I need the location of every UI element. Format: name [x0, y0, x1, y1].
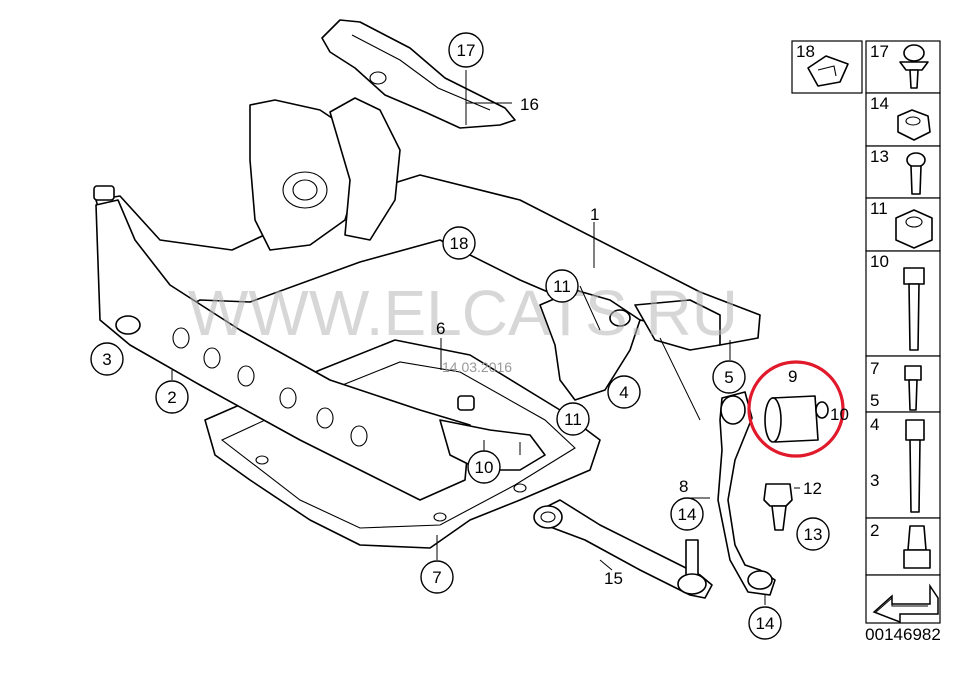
diagram-id: 00146982 — [865, 625, 941, 644]
callout-2: 2 — [155, 380, 189, 414]
callout-5: 5 — [712, 360, 746, 394]
callout-17: 17 — [448, 32, 484, 68]
legend-label-5: 5 — [870, 391, 879, 410]
legend-label-7: 7 — [870, 359, 879, 378]
svg-text:13: 13 — [804, 525, 823, 544]
callout-9: 9 — [788, 367, 797, 386]
legend-label-11: 11 — [870, 199, 888, 218]
callout-11-lower: 11 — [556, 402, 590, 436]
bolt-4-3-icon — [905, 419, 925, 513]
navigation-arrow-icon — [872, 583, 939, 624]
legend-label-10: 10 — [870, 252, 889, 271]
screw-17-icon — [899, 44, 929, 89]
callout-4: 4 — [607, 375, 641, 409]
legend-label-14: 14 — [870, 94, 889, 113]
svg-text:7: 7 — [432, 568, 441, 587]
callout-6: 6 — [436, 319, 445, 338]
clip-nut-icon — [807, 55, 849, 87]
nut-2-icon — [903, 525, 931, 569]
leader-lines — [171, 70, 800, 605]
svg-text:14: 14 — [756, 614, 775, 633]
callout-12: 12 — [803, 479, 822, 498]
callout-18: 18 — [442, 226, 476, 260]
callout-15: 15 — [604, 569, 623, 588]
callout-16: 16 — [520, 95, 539, 114]
callout-10-right: 10 — [830, 405, 849, 424]
front-axle-carrier-drawing — [93, 19, 829, 599]
circled-callouts: 17 18 11 3 2 4 5 11 — [90, 32, 830, 640]
callout-14-left: 14 — [670, 497, 704, 531]
plain-callouts: 16 1 6 9 10 8 12 15 — [436, 95, 849, 588]
svg-text:10: 10 — [475, 458, 494, 477]
callout-13: 13 — [796, 517, 830, 551]
bolt-10-icon — [903, 267, 925, 351]
callout-8: 8 — [679, 477, 688, 496]
hardware-legend: 18 17 14 13 11 10 — [791, 40, 941, 644]
callout-1: 1 — [590, 205, 599, 224]
legend-label-18: 18 — [796, 42, 815, 61]
tension-strut — [539, 499, 713, 599]
bolt-7-5-icon — [904, 365, 922, 411]
date-stamp: 14.03.2016 — [442, 359, 512, 375]
callout-3: 3 — [90, 342, 124, 376]
svg-text:18: 18 — [450, 234, 469, 253]
highlight-circle — [747, 360, 845, 458]
svg-text:5: 5 — [724, 368, 733, 387]
legend-label-3: 3 — [870, 471, 879, 490]
watermark-text: WWW.ELCATS.RU — [188, 277, 738, 349]
callout-10: 10 — [467, 450, 501, 484]
svg-text:11: 11 — [564, 410, 582, 429]
legend-label-17: 17 — [870, 42, 889, 61]
svg-text:2: 2 — [167, 388, 176, 407]
callout-11-upper: 11 — [545, 269, 579, 303]
svg-text:3: 3 — [102, 350, 111, 369]
bolt-13-icon — [906, 152, 926, 195]
svg-text:11: 11 — [553, 277, 571, 296]
legend-label-2: 2 — [870, 521, 879, 540]
svg-text:17: 17 — [457, 41, 476, 60]
nut-11-icon — [895, 209, 933, 249]
legend-label-13: 13 — [870, 147, 889, 166]
callout-7: 7 — [420, 560, 454, 594]
svg-text:4: 4 — [619, 383, 628, 402]
svg-text:14: 14 — [678, 505, 697, 524]
legend-label-4: 4 — [870, 415, 879, 434]
callout-14-bottom: 14 — [748, 606, 782, 640]
nut-14-icon — [897, 109, 931, 141]
